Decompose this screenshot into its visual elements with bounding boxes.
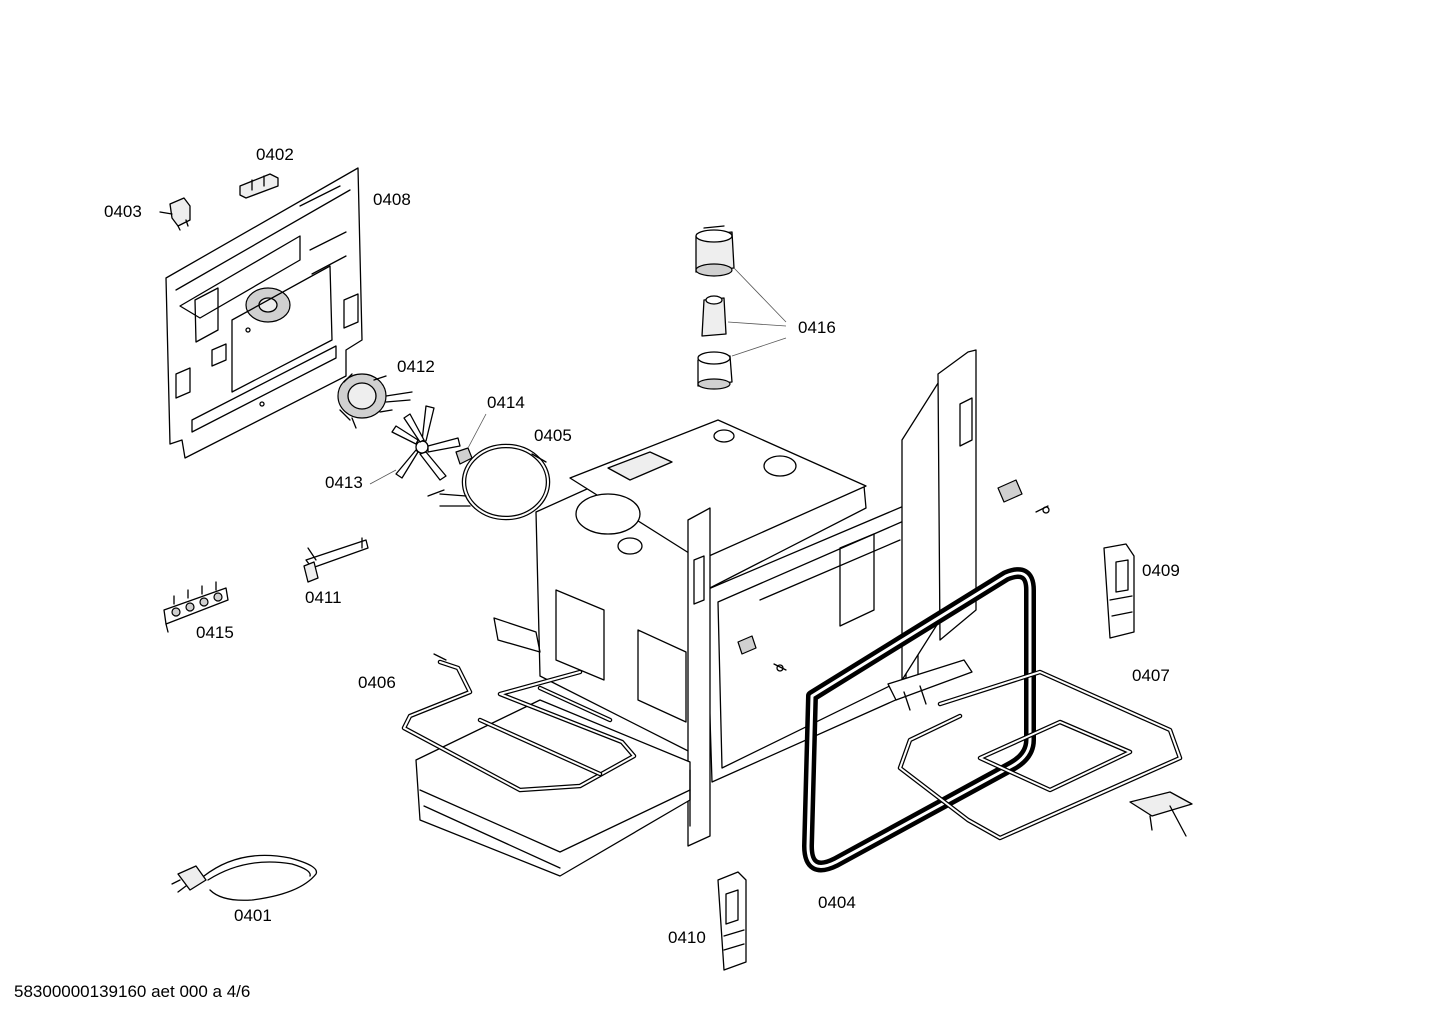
drawing-reference: 58300000139160 aet 000 a 4/6 xyxy=(14,982,250,1001)
part-0416-lamp-assembly xyxy=(695,225,787,390)
part-0412-fan-motor xyxy=(337,373,413,429)
label-0408: 0408 xyxy=(373,190,411,209)
part-0409-hinge-bracket xyxy=(1103,543,1135,639)
part-0403-switch xyxy=(159,197,191,231)
part-0411-bracket xyxy=(303,537,369,583)
label-0404: 0404 xyxy=(818,893,856,912)
label-0413: 0413 xyxy=(325,473,363,492)
part-0402-switch xyxy=(239,173,279,199)
part-0404-door-gasket xyxy=(802,567,1036,873)
part-0410-hinge-bracket xyxy=(717,871,747,971)
label-0409: 0409 xyxy=(1142,561,1180,580)
label-0401: 0401 xyxy=(234,906,272,925)
part-0407-top-heater xyxy=(887,659,1193,841)
label-0410: 0410 xyxy=(668,928,706,947)
part-0413-fan-blade xyxy=(391,405,461,481)
part-0405-ring-heater xyxy=(427,443,551,521)
part-0406-bottom-heater xyxy=(401,617,637,793)
part-0415-terminal-block xyxy=(163,581,229,633)
label-0416: 0416 xyxy=(798,318,836,337)
label-0412: 0412 xyxy=(397,357,435,376)
label-0415: 0415 xyxy=(196,623,234,642)
label-0405: 0405 xyxy=(534,426,572,445)
label-0402: 0402 xyxy=(256,145,294,164)
label-0407: 0407 xyxy=(1132,666,1170,685)
label-0406: 0406 xyxy=(358,673,396,692)
label-0411: 0411 xyxy=(305,588,342,607)
part-0401-power-cord xyxy=(171,854,318,901)
label-0414: 0414 xyxy=(487,393,525,412)
part-0408-back-panel xyxy=(165,167,363,459)
label-0403: 0403 xyxy=(104,202,142,221)
